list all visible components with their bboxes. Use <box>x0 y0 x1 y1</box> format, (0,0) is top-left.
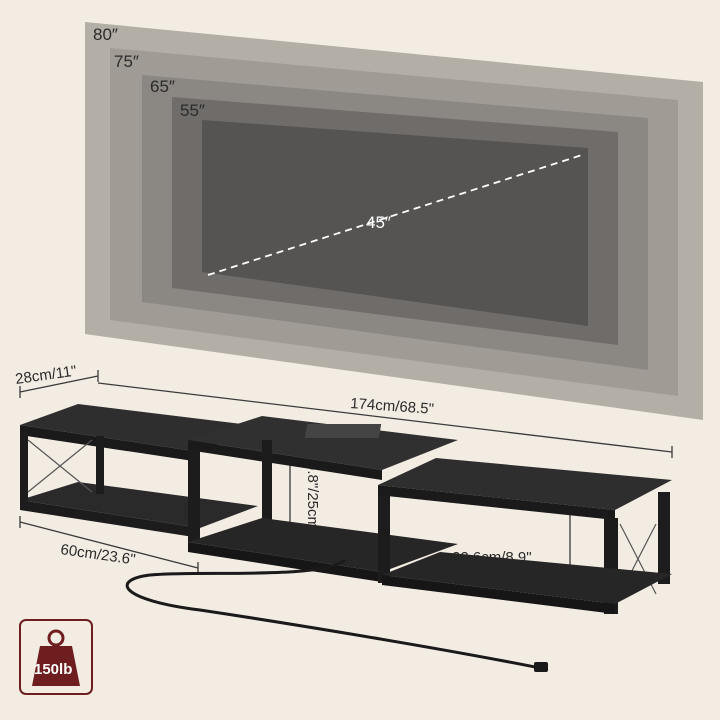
floating-tv-stand <box>20 404 672 614</box>
right-top-shelf <box>378 458 672 510</box>
power-outlet <box>304 424 382 438</box>
tv-diagonal-line <box>207 154 583 276</box>
weight-icon <box>32 646 80 686</box>
weight-capacity-label: 150lb <box>34 661 72 678</box>
power-cord <box>125 558 541 670</box>
right-bottom-shelf <box>382 552 672 604</box>
width-dimension-label: 174cm/68.5" <box>350 395 435 418</box>
left-bottom-shelf <box>20 500 200 538</box>
tv-size-55-label: 55″ <box>180 101 205 120</box>
center-top-shelf <box>188 416 458 470</box>
tv-size-comparison <box>85 22 703 420</box>
center-bottom-shelf <box>188 518 458 572</box>
tv-size-65-label: 65″ <box>150 77 175 96</box>
tv-size-80-label: 80″ <box>93 25 118 44</box>
weight-icon-handle <box>47 629 65 647</box>
power-plug-icon <box>534 662 548 672</box>
center-height-dimension-label: 9.8"/25cm <box>304 462 321 529</box>
tv-size-75-label: 75″ <box>114 52 139 71</box>
weight-capacity-badge: 150lb <box>19 619 93 695</box>
tv-size-45-label: 45″ <box>366 213 391 232</box>
side-width-dimension-label: 60cm/23.6" <box>59 541 136 568</box>
depth-dimension-label: 28cm/11" <box>14 363 78 388</box>
tv-45-screen <box>202 120 588 326</box>
